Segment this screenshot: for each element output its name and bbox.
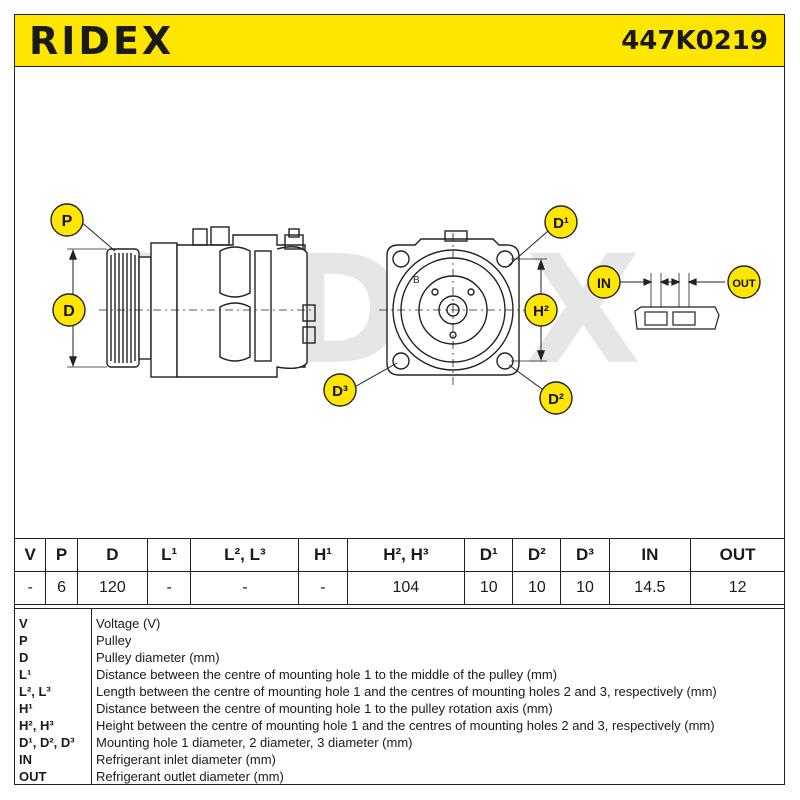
spec-header-cell: D² <box>512 538 562 572</box>
legend-code: IN <box>19 752 32 767</box>
spec-header-cell: H¹ <box>298 538 348 572</box>
legend-desc: Height between the centre of mounting ho… <box>96 718 715 733</box>
spec-value-cell: 104 <box>346 571 466 605</box>
legend-desc: Voltage (V) <box>96 616 161 631</box>
callout-d: D <box>52 293 86 327</box>
spec-header-cell: L², L³ <box>190 538 300 572</box>
callout-in: IN <box>587 265 621 299</box>
callout-out-label: OUT <box>732 278 756 290</box>
callout-d2-label: D² <box>548 391 564 408</box>
legend-code: H², H³ <box>19 718 54 733</box>
legend-row: L², L³ Length between the centre of moun… <box>14 683 785 700</box>
spec-value-cell: 14.5 <box>608 571 692 605</box>
spec-header-row: V P D L¹ L², L³ H¹ H², H³ D¹ D² D³ IN OU… <box>13 538 785 572</box>
spec-value-cell: 6 <box>45 571 78 605</box>
legend-desc: Mounting hole 1 diameter, 2 diameter, 3 … <box>96 735 413 750</box>
spec-value-cell: 12 <box>690 571 785 605</box>
callout-d1-label: D¹ <box>553 215 569 232</box>
spec-value-cell: - <box>13 571 47 605</box>
legend-row: V Voltage (V) <box>14 615 785 632</box>
legend-code: H¹ <box>19 701 33 716</box>
callout-d3-label: D³ <box>332 383 348 400</box>
spec-header-cell: P <box>45 538 78 572</box>
legend-row: IN Refrigerant inlet diameter (mm) <box>14 751 785 768</box>
legend-desc: Refrigerant inlet diameter (mm) <box>96 752 276 767</box>
callout-p-label: P <box>62 213 73 230</box>
spec-header-cell: V <box>13 538 47 572</box>
legend-row: OUT Refrigerant outlet diameter (mm) <box>14 768 785 785</box>
legend-row: D¹, D², D³ Mounting hole 1 diameter, 2 d… <box>14 734 785 751</box>
spec-header-cell: IN <box>608 538 692 572</box>
spec-header-cell: H², H³ <box>346 538 466 572</box>
legend-row: H¹ Distance between the centre of mounti… <box>14 700 785 717</box>
legend-code: V <box>19 616 28 631</box>
legend-row: H², H³ Height between the centre of moun… <box>14 717 785 734</box>
compressor-front-view <box>350 224 556 398</box>
spec-value-cell: - <box>147 571 192 605</box>
brand-logo: RIDEX <box>29 19 175 63</box>
spec-header-cell: D¹ <box>464 538 514 572</box>
legend-code: OUT <box>19 769 47 784</box>
spec-value-row: - 6 120 - - - 104 10 10 10 14.5 12 <box>13 571 785 605</box>
legend-desc: Distance between the centre of mounting … <box>96 667 558 682</box>
callout-out: OUT <box>727 265 761 299</box>
port-detail-view <box>617 273 725 330</box>
spec-header-cell: OUT <box>690 538 785 572</box>
part-number: 447K0219 <box>621 26 768 56</box>
callout-h2: H² <box>524 293 558 327</box>
legend-desc: Pulley <box>96 633 132 648</box>
legend-row: P Pulley <box>14 632 785 649</box>
legend-desc: Length between the centre of mounting ho… <box>96 684 717 699</box>
callout-h2-label: H² <box>533 303 549 320</box>
legend-code: P <box>19 633 28 648</box>
legend-divider <box>91 609 92 785</box>
callout-in-label: IN <box>597 275 611 291</box>
legend-code: L², L³ <box>19 684 51 699</box>
spec-table: V P D L¹ L², L³ H¹ H², H³ D¹ D² D³ IN OU… <box>13 538 785 605</box>
legend-code: D <box>19 650 29 665</box>
legend-desc: Distance between the centre of mounting … <box>96 701 553 716</box>
spec-value-cell: 10 <box>464 571 514 605</box>
spec-header-cell: D <box>76 538 149 572</box>
legend: V Voltage (V) P Pulley D Pulley diameter… <box>14 608 785 785</box>
spec-value-cell: - <box>298 571 348 605</box>
spec-value-cell: 10 <box>560 571 610 605</box>
spec-value-cell: - <box>190 571 300 605</box>
legend-desc: Pulley diameter (mm) <box>96 650 220 665</box>
header-bar: RIDEX 447K0219 <box>14 14 785 67</box>
spec-value-cell: 10 <box>512 571 562 605</box>
spec-header-cell: L¹ <box>147 538 192 572</box>
face-mark: B <box>413 275 420 286</box>
legend-code: L¹ <box>19 667 32 682</box>
callout-d3: D³ <box>323 373 357 407</box>
technical-drawing: RIDEX <box>50 203 761 415</box>
callout-p: P <box>50 203 84 237</box>
legend-code: D¹, D², D³ <box>19 735 75 750</box>
callout-d-label: D <box>63 303 75 320</box>
legend-desc: Refrigerant outlet diameter (mm) <box>96 769 284 784</box>
spec-header-cell: D³ <box>560 538 610 572</box>
spec-value-cell: 120 <box>76 571 149 605</box>
callout-d1: D¹ <box>544 205 578 239</box>
callout-d2: D² <box>539 381 573 415</box>
legend-row: L¹ Distance between the centre of mounti… <box>14 666 785 683</box>
compressor-side-view <box>67 219 316 378</box>
legend-row: D Pulley diameter (mm) <box>14 649 785 666</box>
